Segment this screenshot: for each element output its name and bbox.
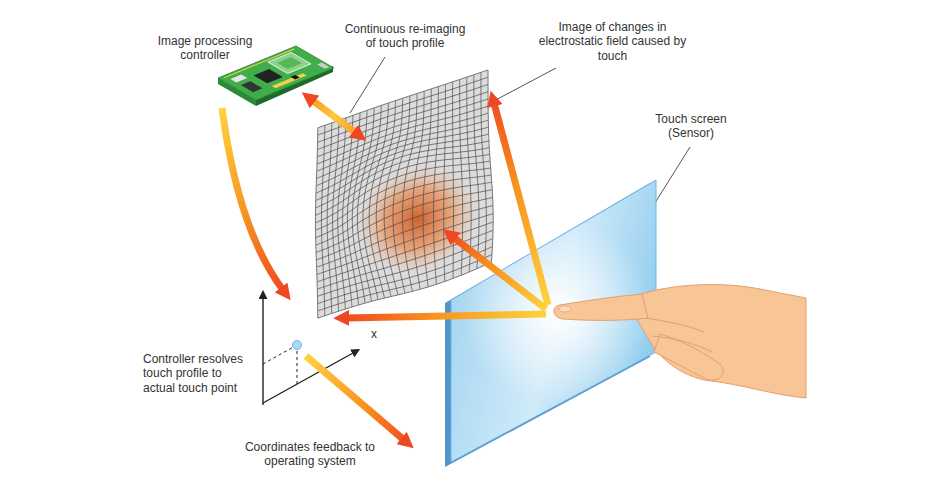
grid-line (474, 75, 479, 269)
grid-line (467, 77, 471, 272)
axis-label: x (371, 327, 377, 341)
controller-board (218, 46, 334, 106)
grid-line (316, 148, 490, 208)
grid-line (316, 182, 492, 245)
screen-label: Touch screen (Sensor) (648, 112, 734, 141)
field-image-label: Image of changes in electrostatic field … (535, 20, 690, 63)
touch-screen (445, 180, 668, 467)
flow-arrow (453, 237, 546, 309)
grid-line (317, 99, 488, 157)
grid-line (317, 106, 488, 164)
grid-line (316, 168, 491, 230)
leader-line (350, 57, 385, 113)
field-grid (315, 70, 495, 318)
grid-line (317, 230, 493, 289)
feedback-label: Coordinates feedback to operating system (240, 440, 380, 469)
resolve-label: Controller resolves touch profile to act… (143, 352, 257, 395)
grid-line (444, 84, 446, 281)
grid-line (433, 87, 438, 285)
grid-line (316, 134, 489, 193)
grid-line (352, 110, 367, 303)
flow-arrow (306, 356, 404, 440)
flow-arrow (222, 108, 283, 290)
flow-arrow (312, 100, 356, 133)
process-label: Continuous re-imaging of touch profile (340, 22, 470, 51)
grid-line (316, 120, 488, 178)
flow-arrow (346, 314, 546, 318)
hand (554, 285, 806, 398)
flow-arrows (222, 100, 548, 440)
grid-line (423, 89, 431, 287)
grid-line (316, 175, 492, 238)
board-label: Image processing controller (155, 34, 255, 63)
grid-line (315, 154, 489, 215)
